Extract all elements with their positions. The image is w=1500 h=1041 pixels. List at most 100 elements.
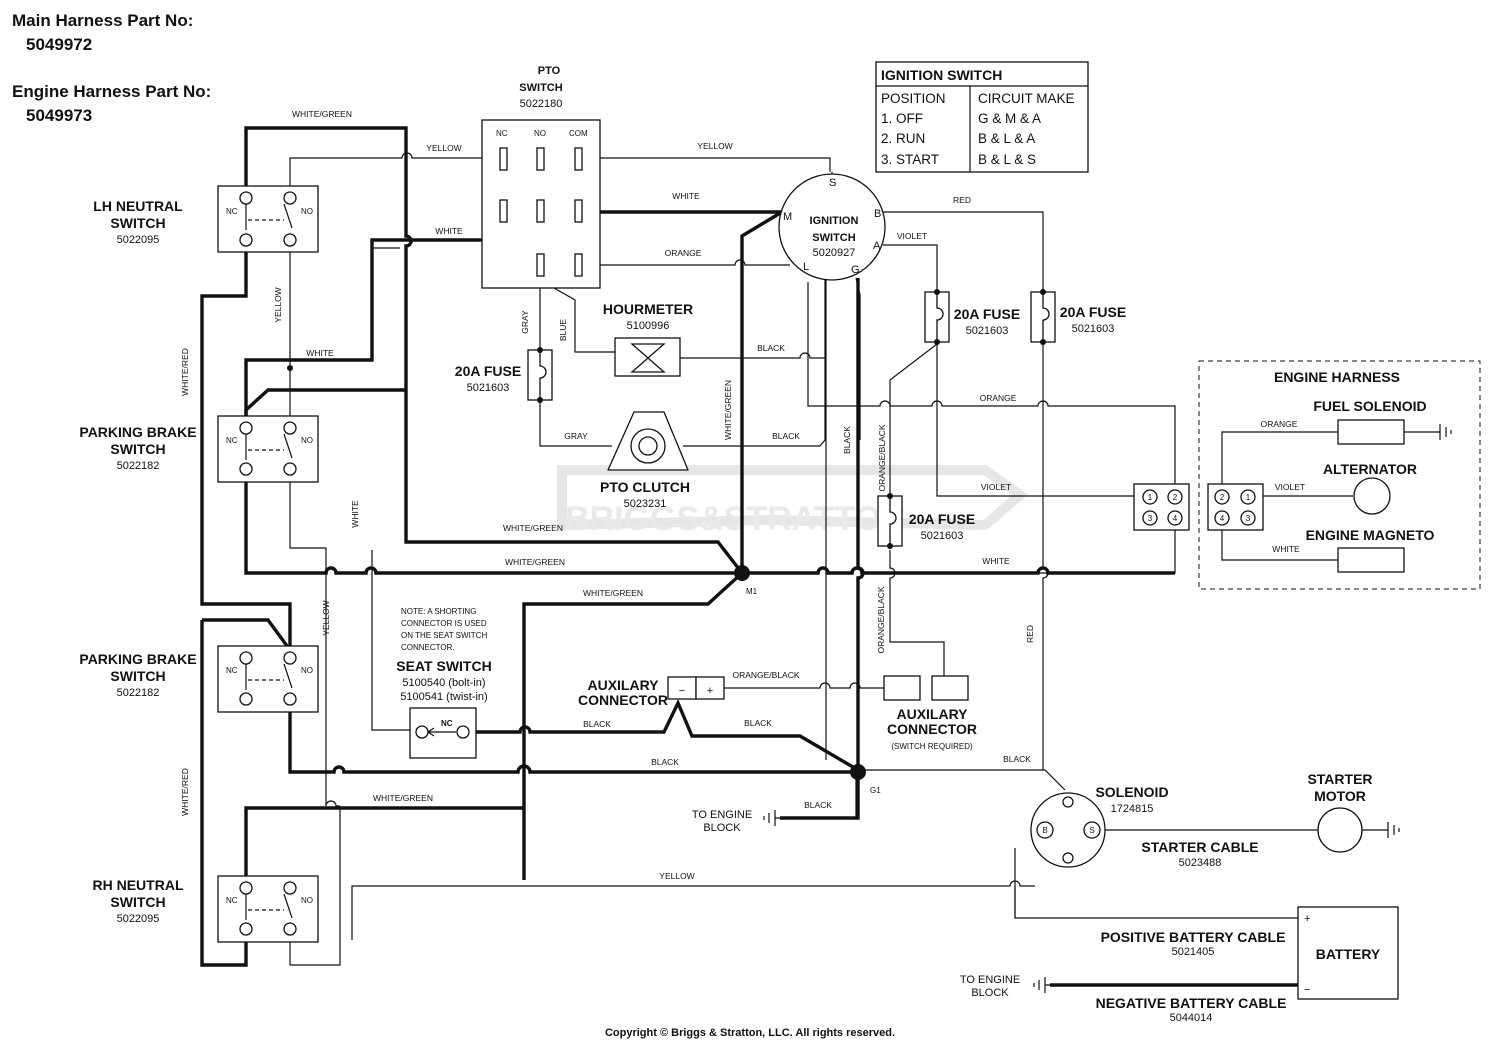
parking-brake-label2: SWITCH bbox=[110, 441, 165, 457]
ignition-label2: SWITCH bbox=[812, 232, 855, 244]
main-harness-label: Main Harness Part No: bbox=[12, 11, 193, 30]
pto-clutch-part: 5023231 bbox=[624, 498, 667, 510]
seat-note: NOTE: A SHORTING bbox=[401, 607, 476, 616]
wire-label: ORANGE/BLACK bbox=[876, 586, 886, 653]
seat-switch-part: 5100541 (twist-in) bbox=[400, 691, 487, 703]
copyright: Copyright © Briggs & Stratton, LLC. All … bbox=[605, 1027, 895, 1039]
pin-label: 1 bbox=[1148, 493, 1153, 502]
seat-nc: NC bbox=[441, 719, 453, 728]
rh-neutral-switch: NC NO RH NEUTRAL SWITCH 5022095 bbox=[93, 875, 319, 943]
engine-harness: ENGINE HARNESS 2 1 4 3 FUEL SOLENOID ALT… bbox=[1198, 360, 1481, 590]
aux-label2: CONNECTOR bbox=[578, 692, 668, 708]
wire-label: BLACK bbox=[1003, 754, 1031, 764]
fuse-label: 20A FUSE bbox=[1060, 304, 1126, 320]
aux-connector-right: AUXILARY CONNECTOR (SWITCH REQUIRED) bbox=[883, 675, 977, 751]
table-col-position: POSITION bbox=[881, 91, 946, 106]
parking-brake-switch-1: NC NO PARKING BRAKE SWITCH 5022182 bbox=[79, 415, 319, 483]
wire-label: WHITE/GREEN bbox=[503, 523, 563, 533]
pto-switch: PTO SWITCH 5022180 NC NO COM bbox=[481, 65, 601, 289]
table-row-position: 2. RUN bbox=[881, 131, 925, 146]
hourmeter: HOURMETER 5100996 bbox=[603, 301, 693, 377]
wire-label: ORANGE/BLACK bbox=[732, 670, 799, 680]
wire-label: WHITE/GREEN bbox=[583, 588, 643, 598]
solenoid-s: S bbox=[1089, 826, 1094, 835]
solenoid-b: B bbox=[1042, 826, 1047, 835]
no-label: NO bbox=[301, 896, 313, 905]
lh-neutral-switch: NC NO LH NEUTRAL SWITCH 5022095 bbox=[93, 185, 319, 253]
table-row-circuit: G & M & A bbox=[978, 111, 1041, 126]
wire-label: WHITE bbox=[435, 226, 463, 236]
wire-label: VIOLET bbox=[897, 231, 927, 241]
nc-label: NC bbox=[226, 666, 238, 675]
starter-label2: MOTOR bbox=[1314, 788, 1366, 804]
fuse-lower: 20A FUSE 5021603 bbox=[877, 493, 975, 549]
wire-label: BLACK bbox=[651, 757, 679, 767]
fuse-left: 20A FUSE 5021603 bbox=[455, 347, 553, 403]
fuse-right: 20A FUSE 5021603 bbox=[1030, 289, 1126, 345]
nc-label: NC bbox=[226, 896, 238, 905]
starter-label: STARTER bbox=[1307, 771, 1372, 787]
ground-symbol: TO ENGINE BLOCK bbox=[960, 974, 1050, 999]
terminal-a: A bbox=[873, 240, 881, 252]
m1-label: M1 bbox=[746, 587, 758, 596]
wire-label: BLACK bbox=[744, 718, 772, 728]
table-row-circuit: B & L & A bbox=[978, 131, 1035, 146]
no-label: NO bbox=[301, 207, 313, 216]
engine-harness-title: ENGINE HARNESS bbox=[1274, 369, 1400, 385]
junction-g1 bbox=[850, 764, 866, 780]
wire-label: WHITE/GREEN bbox=[505, 557, 565, 567]
wire-label: YELLOW bbox=[273, 287, 283, 322]
no-label: NO bbox=[301, 666, 313, 675]
battery: BATTERY + − bbox=[1297, 906, 1399, 1000]
wire-label: YELLOW bbox=[426, 143, 461, 153]
pin-label: 4 bbox=[1220, 514, 1225, 523]
wire-label: BLUE bbox=[558, 319, 568, 342]
to-engine-block2: BLOCK bbox=[971, 987, 1009, 999]
neg-battery-part: 5044014 bbox=[1170, 1012, 1213, 1024]
wire-label: WHITE bbox=[672, 191, 700, 201]
table-col-circuit: CIRCUIT MAKE bbox=[978, 91, 1075, 106]
wire-label: VIOLET bbox=[981, 482, 1011, 492]
to-engine-block: TO ENGINE bbox=[692, 809, 752, 821]
table-row-circuit: B & L & S bbox=[978, 152, 1036, 167]
pos-battery-part: 5021405 bbox=[1172, 946, 1215, 958]
wire-label: RED bbox=[1025, 625, 1035, 643]
pin-label: 3 bbox=[1246, 514, 1251, 523]
parking-brake-part: 5022182 bbox=[117, 460, 160, 472]
fuse-mid: 20A FUSE 5021603 bbox=[924, 289, 1020, 345]
battery-plus: + bbox=[1304, 913, 1310, 925]
wire-label: RED bbox=[953, 195, 971, 205]
solenoid-part: 1724815 bbox=[1111, 803, 1154, 815]
parking-brake-label: PARKING BRAKE bbox=[79, 651, 196, 667]
engine-harness-number: 5049973 bbox=[26, 106, 92, 125]
terminal-g: G bbox=[851, 264, 860, 276]
wire-label: WHITE bbox=[1272, 544, 1300, 554]
terminal-com-label: COM bbox=[569, 129, 588, 138]
wire-label: WHITE/RED bbox=[180, 768, 190, 816]
wire-label: WHITE/GREEN bbox=[292, 109, 352, 119]
seat-note: CONNECTOR. bbox=[401, 643, 455, 652]
wire-label: ORANGE bbox=[1261, 419, 1298, 429]
junction bbox=[287, 365, 293, 371]
wire-label: ORANGE bbox=[665, 248, 702, 258]
table-row-position: 1. OFF bbox=[881, 111, 923, 126]
seat-note: ON THE SEAT SWITCH bbox=[401, 631, 487, 640]
aux-label2: CONNECTOR bbox=[887, 721, 977, 737]
wire-label: WHITE/RED bbox=[180, 348, 190, 396]
alternator-label: ALTERNATOR bbox=[1323, 461, 1417, 477]
seat-switch-label: SEAT SWITCH bbox=[396, 658, 491, 674]
engine-harness-label: Engine Harness Part No: bbox=[12, 82, 211, 101]
fuse-part: 5021603 bbox=[1072, 323, 1115, 335]
pto-switch-label: PTO bbox=[538, 65, 561, 77]
seat-note: CONNECTOR IS USED bbox=[401, 619, 487, 628]
wire-label: BLACK bbox=[804, 800, 832, 810]
wire-label: VIOLET bbox=[1275, 482, 1305, 492]
terminal-s: S bbox=[829, 177, 836, 189]
wire-label: YELLOW bbox=[659, 871, 694, 881]
engine-magneto-label: ENGINE MAGNETO bbox=[1306, 527, 1435, 543]
no-label: NO bbox=[301, 436, 313, 445]
ignition-switch: IGNITION SWITCH 5020927 S M B A L G bbox=[778, 173, 886, 281]
watermark: BRIGGS&STRATTON bbox=[557, 465, 1029, 538]
wire-label: BLACK bbox=[583, 719, 611, 729]
